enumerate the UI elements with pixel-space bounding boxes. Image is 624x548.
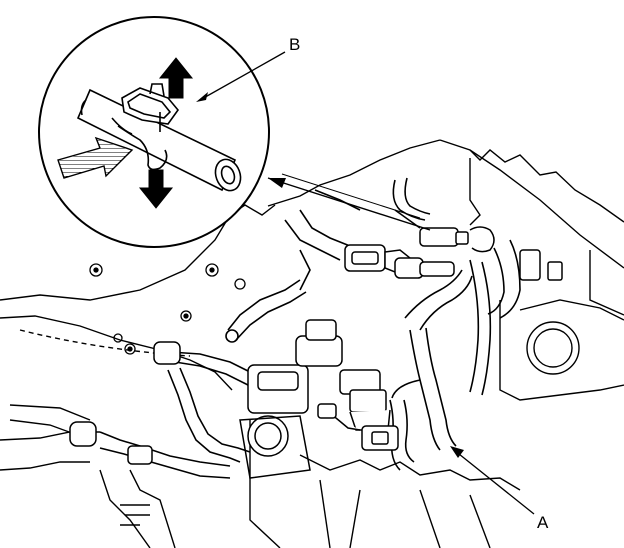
leader-arrow-icon: [196, 92, 208, 102]
leader-line-b: [199, 51, 286, 101]
engine-block: [0, 139, 624, 548]
detail-pointer-line: [267, 177, 431, 231]
hose-routing: [99, 177, 521, 479]
component-parts: [69, 209, 563, 479]
housing-bolts: [89, 263, 246, 355]
callout-label-a: A: [537, 513, 549, 532]
up-arrow-icon: [158, 57, 194, 99]
push-arrow-icon: [57, 136, 134, 179]
leader-arrow-a-icon: [450, 446, 464, 458]
leader-line-a: [453, 449, 535, 515]
detail-hose-and-clip: [76, 83, 242, 192]
detail-pointer-arrow-icon: [268, 178, 286, 188]
detail-pointer-line-2: [281, 173, 421, 219]
down-arrow-icon: [138, 169, 174, 209]
callout-label-b: B: [289, 35, 301, 54]
